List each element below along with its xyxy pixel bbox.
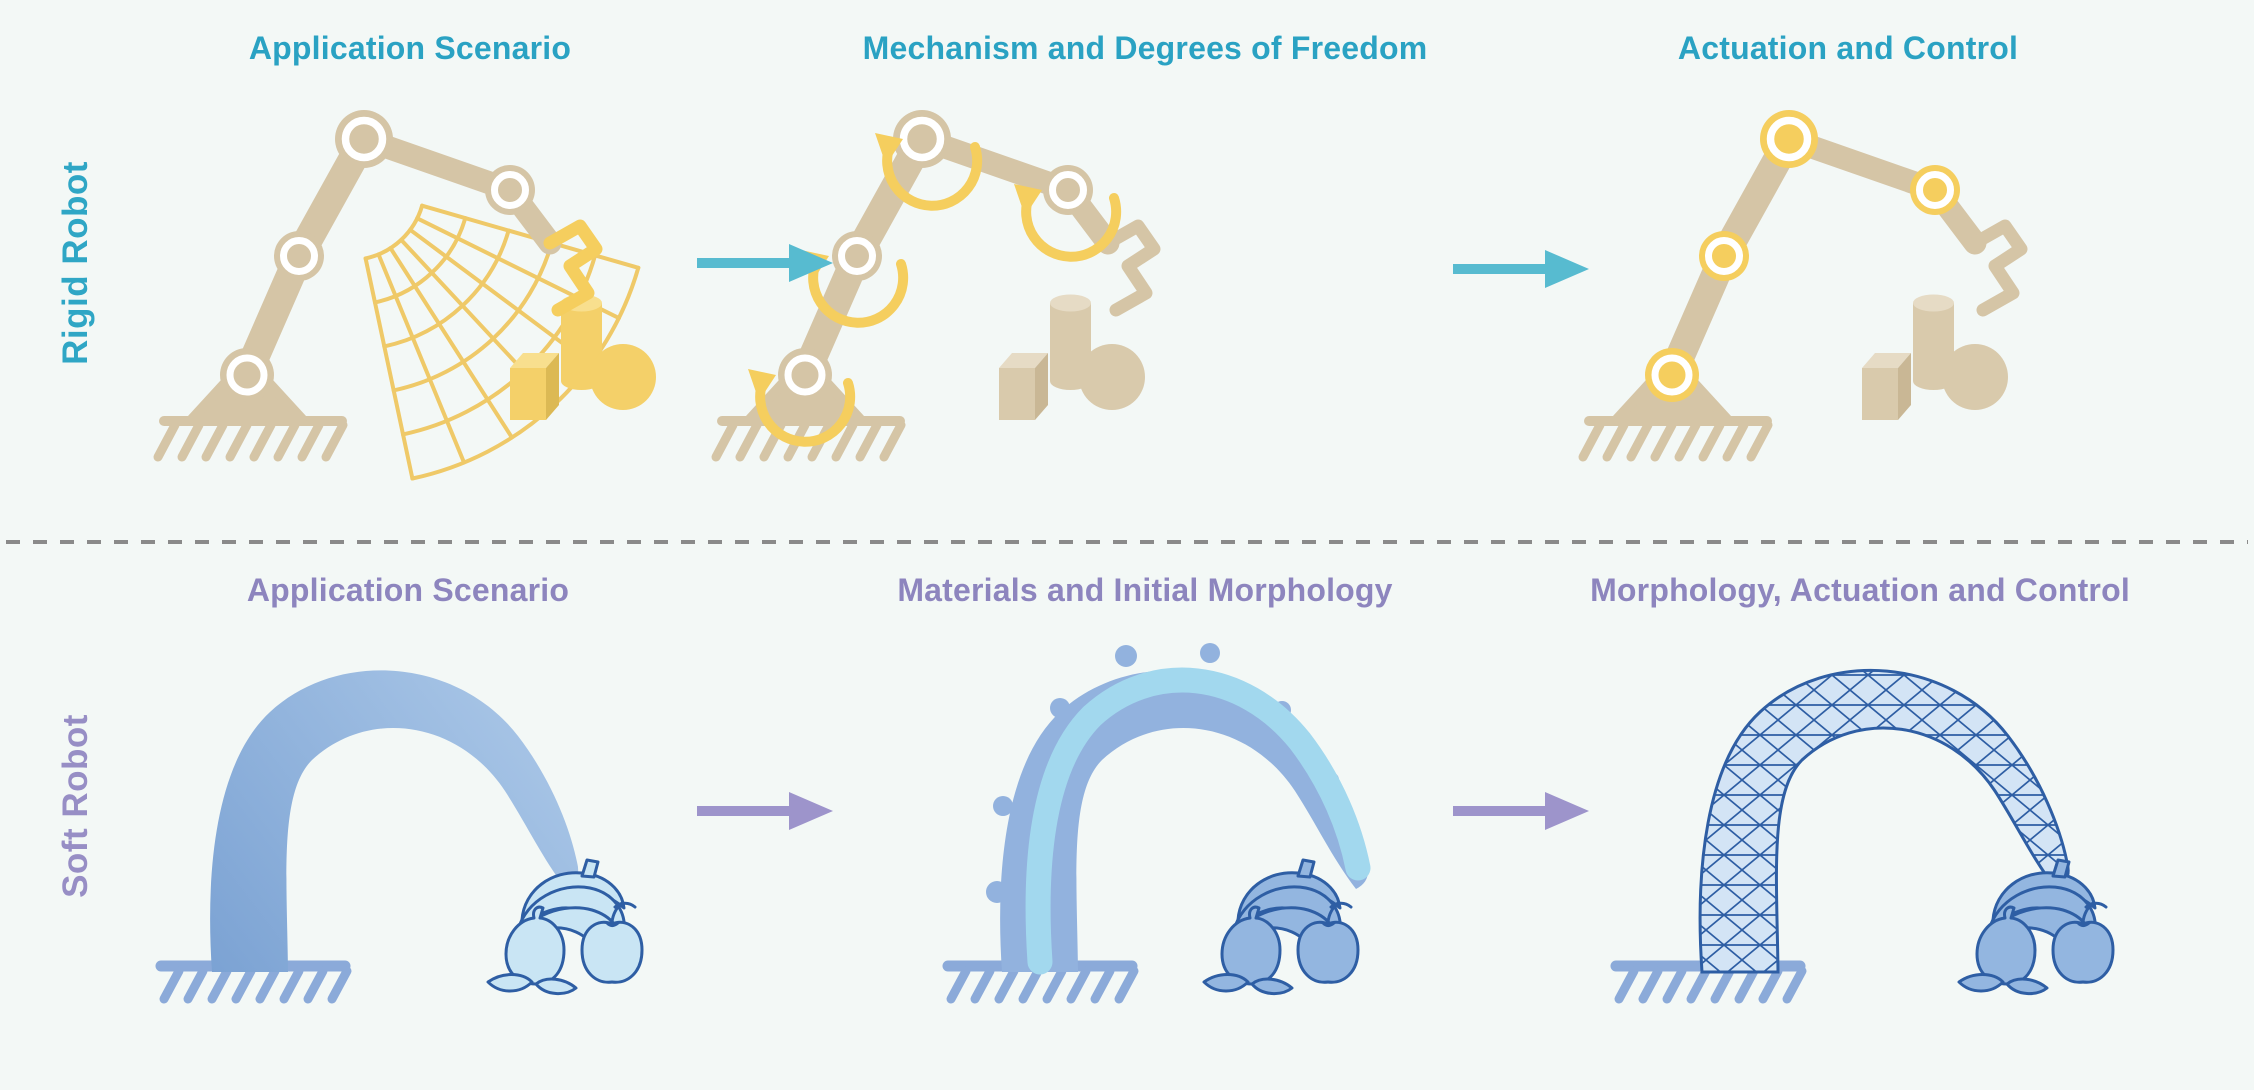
rigid-arm-mechanism-dof [716,110,1154,457]
fruit-pile-medium [1204,860,1358,994]
soft-step-3-title: Morphology, Actuation and Control [1590,572,2130,608]
soft-step-1-title: Application Scenario [246,572,570,608]
fruit-pile-light [488,860,642,994]
arrow-right-icon [1453,792,1589,830]
arrow-right-icon [1453,250,1589,288]
soft-arm-materials-morphology [986,643,1371,975]
row-label-soft-robot: Soft Robot [56,714,95,898]
rigid-step-3-title: Actuation and Control [1677,30,2019,66]
rigid-arm-actuation-control [1583,110,2021,457]
arrow-right-icon [697,792,833,830]
rigid-step-1-title: Application Scenario [248,30,572,66]
fruit-pile-medium [1959,860,2113,994]
soft-step-2-title: Materials and Initial Morphology [897,572,1393,608]
target-objects-highlighted [510,294,656,420]
soft-flow-arrows [697,792,1589,830]
rigid-step-2-title: Mechanism and Degrees of Freedom [862,30,1428,66]
row-label-rigid-robot: Rigid Robot [56,161,95,365]
